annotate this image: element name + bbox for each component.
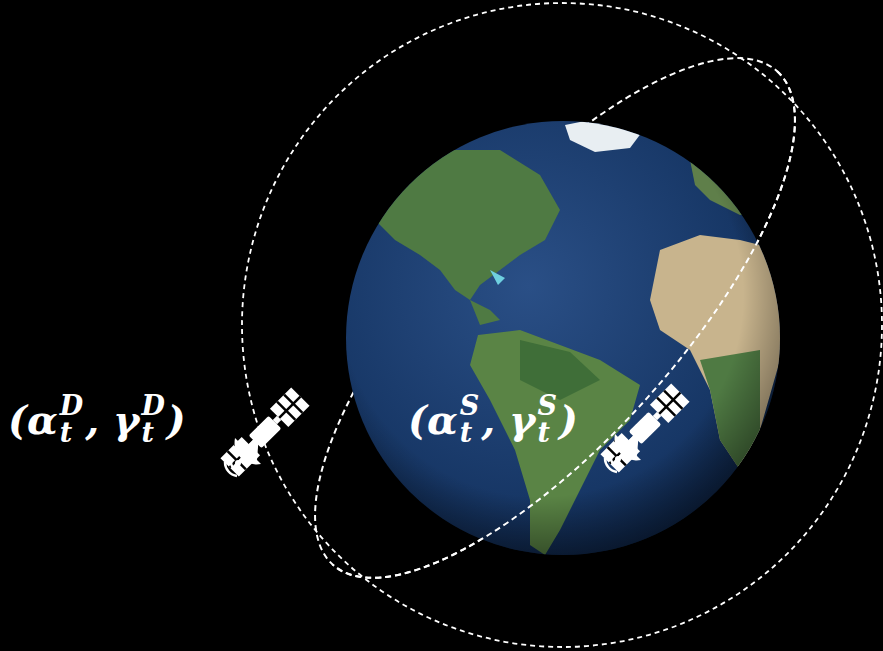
- superscript: D: [60, 392, 83, 419]
- script-stack: Dt: [60, 392, 83, 446]
- superscript: S: [537, 392, 557, 419]
- superscript: S: [460, 392, 480, 419]
- script-stack: St: [460, 392, 480, 446]
- math-symbol: (α: [8, 396, 58, 443]
- superscript: D: [141, 392, 164, 419]
- math-symbol: , γ: [481, 396, 535, 443]
- script-stack: St: [537, 392, 557, 446]
- math-symbol: ): [167, 396, 186, 443]
- math-symbol: (α: [408, 396, 458, 443]
- script-stack: Dt: [141, 392, 164, 446]
- s-parameters: (αSt, γSt): [408, 392, 578, 446]
- math-symbol: ): [559, 396, 578, 443]
- subscript: t: [60, 419, 72, 446]
- d-parameters: (αDt, γDt): [8, 392, 186, 446]
- subscript: t: [537, 419, 549, 446]
- math-symbol: , γ: [85, 396, 139, 443]
- subscript: t: [460, 419, 472, 446]
- subscript: t: [141, 419, 153, 446]
